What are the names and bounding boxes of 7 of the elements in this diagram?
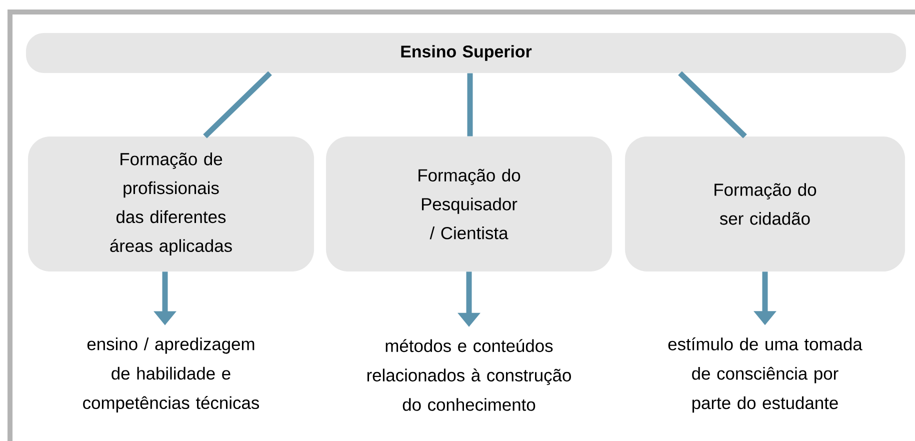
category-box: Formação do Pesquisador / Cientista [326,136,612,272]
description-text: ensino / apredizagem de habilidade e competências técnicas [83,337,260,413]
description-text: métodos e conteúdos relacionados à construção do conhecimento [367,339,571,411]
category-box: Formação do ser cidadão [625,136,905,272]
category-box: Formação de profissionais das diferentes áreas aplicadas [28,136,314,272]
heading-bar: Ensino Superior [26,33,906,73]
description-text: estímulo de uma tomada de consciência por parte do estudante [668,337,862,413]
